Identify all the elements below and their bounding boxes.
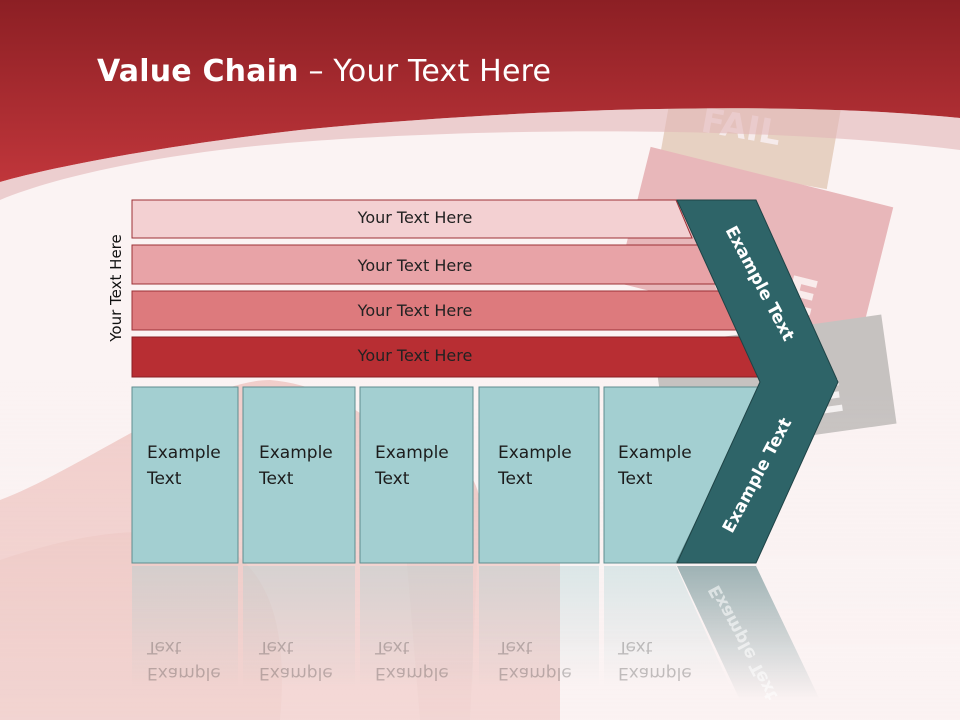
- box-3-reflection: [360, 566, 473, 686]
- box-2-line2: Text: [259, 469, 294, 489]
- banner-swoosh: [0, 108, 960, 200]
- box-4-shape: [478, 386, 600, 564]
- page-title: Value Chain – Your Text Here: [97, 54, 551, 89]
- chevron-shape: [676, 199, 839, 564]
- title-banner: [0, 0, 960, 182]
- box-2-reflection: [243, 566, 355, 686]
- bar-4-label: Your Text Here: [357, 346, 473, 365]
- bar-1-shape: [131, 199, 693, 239]
- box-3-shape: [359, 386, 474, 564]
- bar-3-label: Your Text Here: [357, 301, 473, 320]
- box-2-line1: Example: [259, 443, 333, 463]
- title-rest: – Your Text Here: [298, 54, 552, 89]
- title-bold: Value Chain: [97, 54, 299, 89]
- box-5-shape: [603, 386, 762, 564]
- side-label: Your Text Here: [107, 234, 125, 342]
- box-5-line1: Example: [618, 443, 692, 463]
- box-4-reflection: [479, 566, 599, 686]
- box-3-line1: Example: [375, 443, 449, 463]
- box-1-line1: Example: [147, 443, 221, 463]
- box-2-shape: [242, 386, 356, 564]
- box-1-reflection: [132, 566, 238, 686]
- box-1-line2: Text: [147, 469, 182, 489]
- box-1-shape: [131, 386, 239, 564]
- box-5-line2: Text: [618, 469, 653, 489]
- box-3-line2: Text: [375, 469, 410, 489]
- bar-1-label: Your Text Here: [357, 208, 473, 227]
- bar-2-label: Your Text Here: [357, 256, 473, 275]
- box-4-line1: Example: [498, 443, 572, 463]
- chevron-reflection: [677, 566, 820, 700]
- box-5-reflection: [604, 566, 730, 686]
- box-4-line2: Text: [498, 469, 533, 489]
